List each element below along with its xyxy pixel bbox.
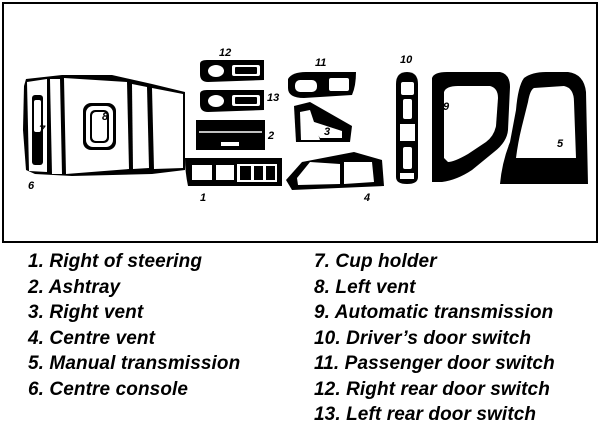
parts-legend-left: 1. Right of steering 2. Ashtray 3. Right… (28, 249, 240, 402)
right-of-steering-piece (185, 158, 282, 186)
part-label-5: 5 (557, 138, 564, 150)
ashtray-piece (196, 120, 265, 150)
manual-transmission-piece (500, 72, 588, 184)
automatic-transmission-piece (432, 72, 510, 182)
legend-item-centre-console: 6. Centre console (28, 378, 189, 400)
legend-item-right-rear-door-switch: 12. Right rear door switch (314, 378, 550, 400)
part-label-10: 10 (400, 54, 413, 66)
legend-item-left-rear-door-switch: 13. Left rear door switch (314, 404, 537, 425)
centre-vent-piece (286, 152, 384, 190)
legend-item-centre-vent: 4. Centre vent (28, 327, 156, 349)
legend-item-left-vent: 8. Left vent (314, 276, 416, 298)
right-vent-piece (294, 102, 352, 142)
legend-item-passenger-door-switch: 11. Passenger door switch (314, 353, 555, 374)
left-rear-door-switch-piece (200, 90, 264, 112)
legend-item-ashtray: 2. Ashtray (28, 276, 121, 298)
part-label-1: 1 (200, 192, 206, 204)
legend-item-automatic-transmission: 9. Automatic transmission (314, 302, 554, 323)
part-label-3: 3 (324, 126, 330, 138)
part-label-6: 6 (28, 180, 35, 192)
legend-item-right-of-steering: 1. Right of steering (28, 251, 203, 272)
centre-console-piece (23, 75, 185, 176)
part-label-2: 2 (267, 130, 274, 142)
legend-item-drivers-door-switch: 10. Driver’s door switch (314, 327, 532, 349)
drivers-door-switch-piece (396, 72, 418, 184)
part-label-7: 7 (39, 124, 46, 136)
part-label-12: 12 (219, 47, 231, 59)
part-label-4: 4 (363, 192, 370, 204)
parts-legend-right: 7. Cup holder 8. Left vent 9. Automatic … (314, 249, 555, 428)
right-rear-door-switch-piece (200, 60, 264, 82)
passenger-door-switch-piece (288, 72, 356, 98)
legend-item-cup-holder: 7. Cup holder (314, 251, 437, 272)
part-label-8: 8 (102, 111, 109, 123)
legend-item-manual-transmission: 5. Manual transmission (28, 353, 241, 374)
part-label-11: 11 (315, 57, 326, 69)
legend-item-right-vent: 3. Right vent (28, 302, 144, 323)
parts-diagram: 1 2 3 4 5 6 7 8 9 10 11 12 13 (2, 2, 598, 243)
part-label-13: 13 (267, 92, 279, 104)
part-label-9: 9 (443, 101, 450, 113)
